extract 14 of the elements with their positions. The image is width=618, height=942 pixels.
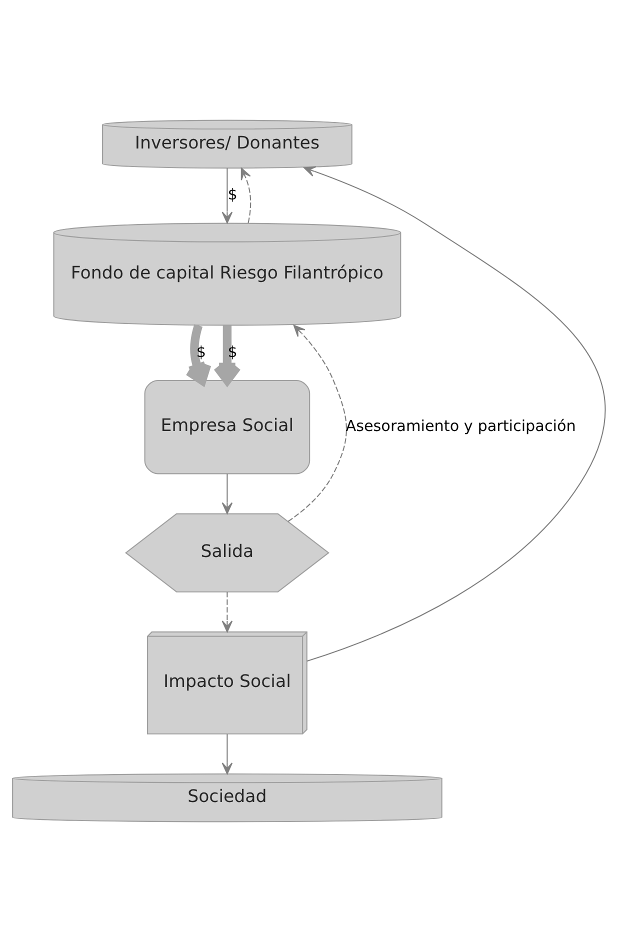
- arrow: [222, 168, 233, 224]
- arrow: [184, 324, 212, 385]
- arrow: [213, 326, 242, 385]
- edge-label: Asesoramiento y participación: [346, 417, 576, 436]
- arrow: [240, 168, 252, 224]
- edge-label: $: [228, 186, 238, 204]
- node-box: Empresa Social: [144, 380, 310, 474]
- arrow: [304, 166, 606, 662]
- edge-label: $: [196, 342, 206, 361]
- arrow: [222, 734, 233, 774]
- arrow: [288, 324, 347, 522]
- arrow: [222, 474, 233, 514]
- edge-label: $: [228, 342, 238, 361]
- arrow: [222, 592, 233, 632]
